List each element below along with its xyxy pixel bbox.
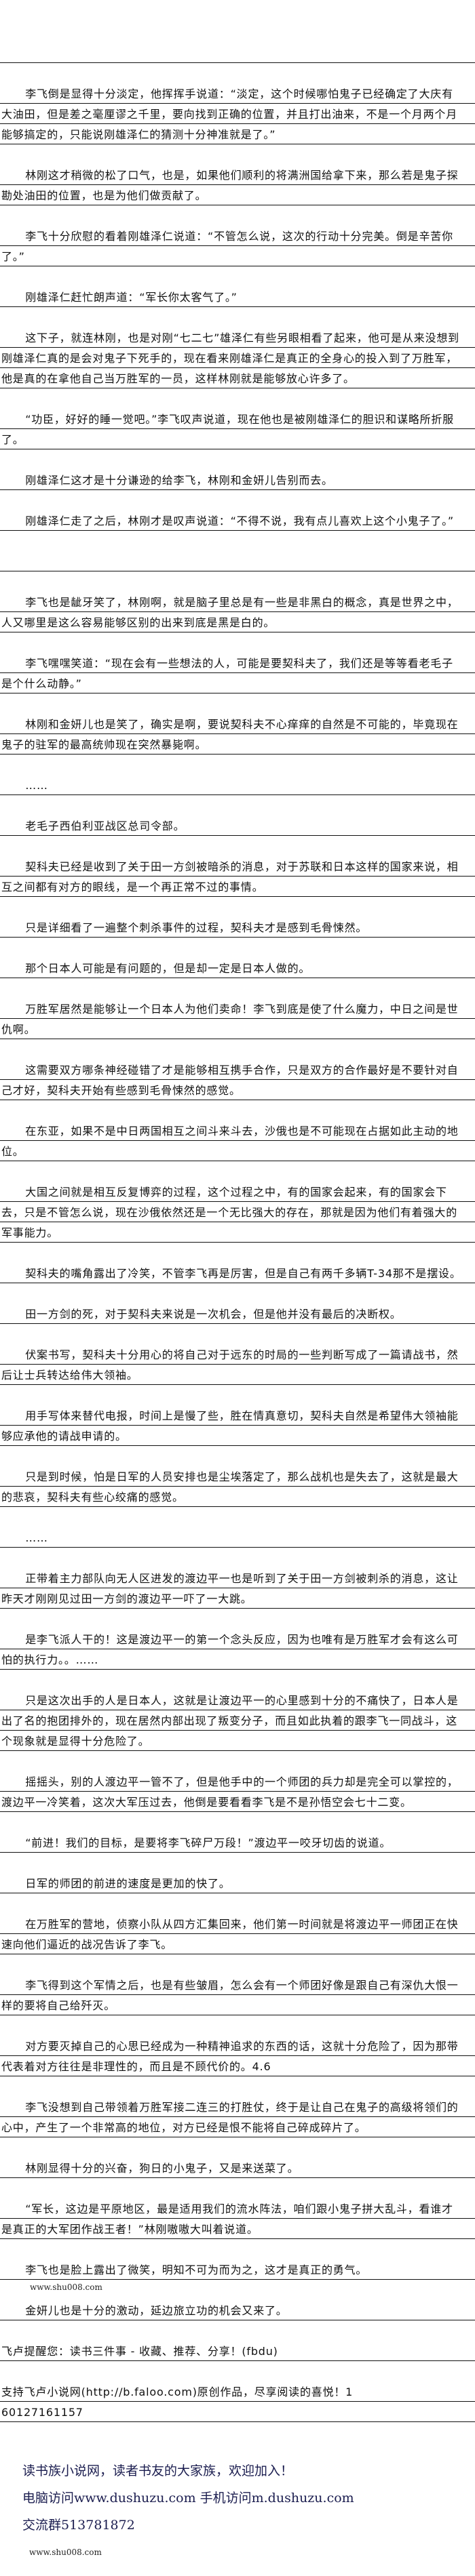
paragraph: 刚雄泽仁这才是十分谦逊的给李飞，林刚和金妍儿告别而去。 [0,470,475,491]
paragraph: 在东亚，如果不是中日两国相互之间斗来斗去，沙俄也是不可能现在占据如此主动的地位。 [0,1121,475,1162]
paragraph: 在万胜军的营地，侦察小队从四方汇集回来，他们第一时间就是将渡边平一师团正在快速向… [0,1914,475,1955]
paragraph: 刚雄泽仁赶忙朗声道：“军长你太客气了。” [0,287,475,308]
paragraph: …… [0,776,475,796]
paragraph: 刚雄泽仁走了之后，林刚才是叹声说道：“不得不说，我有点儿喜欢上这个小鬼子了。” [0,511,475,531]
chapter-content: 李飞倒是显得十分淡定，他挥挥手说道：“淡定，这个时候哪怕鬼子已经确定了大庆有大油… [0,43,475,2443]
paragraph: 老毛子西伯利亚战区总司令部。 [0,816,475,837]
faloo-reminder: 飞卢提醒您：读书三件事 - 收藏、推荐、分享！(fbdu) [0,2341,475,2362]
paragraph: 李飞也是脸上露出了微笑，明知不可为而为之，这才是真正的勇气。 [0,2260,475,2280]
paragraph: 金妍儿也是十分的激动，延边旅立功的机会又来了。 [0,2301,475,2321]
paragraph: 这需要双方哪条神经碰错了才是能够相互携手合作，只是双方的合作最好是不要针对自己才… [0,1060,475,1101]
paragraph: 林刚这才稍微的松了口气，也是，如果他们顺利的将满洲国给拿下来，那么若是鬼子探勘处… [0,165,475,206]
paragraph: “军长，这边是平原地区，最是适用我们的流水阵法，咱们跟小鬼子拼大乱斗，看谁才是真… [0,2199,475,2240]
paragraph: “功臣，好好的睡一觉吧。”李飞叹声说道，现在他也是被刚雄泽仁的胆识和谋略所折服了… [0,409,475,450]
paragraph: 林刚显得十分的兴奋，狗日的小鬼子，又是来送菜了。 [0,2158,475,2179]
paragraph: 李飞十分欣慰的看着刚雄泽仁说道：“不管怎么说，这次的行动十分完美。倒是辛苦你了。… [0,226,475,267]
paragraph: 李飞得到这个军情之后，也是有些皱眉，怎么会有一个师团好像是跟自己有深仇大恨一样的… [0,1975,475,2016]
footer-group-number: 交流群513781872 [22,2518,135,2533]
blank-ruled-line [0,552,475,572]
paragraph: 田一方剑的死，对于契科夫来说是一次机会，但是他并没有最后的决断权。 [0,1304,475,1325]
paragraph: 伏案书写，契科夫十分用心的将自己对于远东的时局的一些判断写成了一篇请战书，然后让… [0,1345,475,1386]
paragraph-list: 李飞倒是显得十分淡定，他挥挥手说道：“淡定，这个时候哪怕鬼子已经确定了大庆有大油… [0,84,475,2280]
paragraph: 这下子，就连林刚，也是对刚“七二七”雄泽仁有些另眼相看了起来，他可是从来没想到刚… [0,328,475,389]
watermark-text: www.shu008.com [30,2282,102,2292]
blank-ruled-line [0,43,475,64]
paragraph: 只是详细看了一遍整个刺杀事件的过程，契科夫才是感到毛骨悚然。 [0,918,475,938]
paragraph: 对方要灭掉自己的心思已经成为一种精神追求的东西的话，这就十分危险了，因为那带代表… [0,2036,475,2077]
paragraph: 李飞倒是显得十分淡定，他挥挥手说道：“淡定，这个时候哪怕鬼子已经确定了大庆有大油… [0,84,475,145]
site-footer: 读书族小说网，读者书友的大家族，欢迎加入！ 电脑访问www.dushuzu.co… [22,2461,354,2569]
paragraph: 只是这次出手的人是日本人，这就是让渡边平一的心里感到十分的不痛快了，日本人是出了… [0,1691,475,1752]
paragraph: 契科夫已经是收到了关于田一方剑被暗杀的消息，对于苏联和日本这样的国家来说，相互之… [0,857,475,898]
paragraph: 契科夫的嘴角露出了冷笑，不管李飞再是厉害，但是自己有两千多辆T-34那不是摆设。 [0,1264,475,1284]
footer-access-links[interactable]: 电脑访问www.dushuzu.com 手机访问m.dushuzu.com [22,2491,354,2505]
paragraph: …… [0,1528,475,1548]
paragraph: 只是到时候，怕是日军的人员安排也是尘埃落定了，那么战机也是失去了，这就是最大的悲… [0,1467,475,1508]
paragraph: 日军的师团的前进的速度是更加的快了。 [0,1874,475,1894]
paragraph: 李飞也是龇牙笑了，林刚啊，就是脑子里总是有一些是非黑白的概念，真是世界之中，人又… [0,592,475,633]
paragraph: “前进！我们的目标，是要将李飞碎尸万段！”渡边平一咬牙切齿的说道。 [0,1833,475,1853]
faloo-code: 60127161157 [0,2402,475,2423]
paragraph: 摇摇头，别的人渡边平一管不了，但是他手中的一个师团的兵力却是完全可以掌控的，渡边… [0,1772,475,1813]
faloo-support-line: 支持飞卢小说网(http://b.faloo.com)原创作品，尽享阅读的喜悦！… [0,2382,475,2402]
footer-watermark: www.shu008.com [29,2548,102,2557]
paragraph: 李飞嘿嘿笑道：“现在会有一些想法的人，可能是要契科夫了，我们还是等等看老毛子是个… [0,653,475,694]
footer-slogan: 读书族小说网，读者书友的大家族，欢迎加入！ [22,2463,294,2478]
paragraph: 用手写体来替代电报，时间上是慢了些，胜在情真意切，契科夫自然是希望伟大领袖能够应… [0,1406,475,1447]
paragraph: 林刚和金妍儿也是笑了，确实是啊，要说契科夫不心痒痒的自然是不可能的，毕竟现在鬼子… [0,715,475,755]
paragraph: 是李飞派人干的！这是渡边平一的第一个念头反应，因为也唯有是万胜军才会有这么可怕的… [0,1630,475,1670]
paragraph: 万胜军居然是能够让一个日本人为他们卖命！李飞到底是使了什么魔力，中日之间是世仇啊… [0,999,475,1040]
paragraph: 大国之间就是相互反复博弈的过程，这个过程之中，有的国家会起来，有的国家会下去，只… [0,1182,475,1243]
paragraph: 正带着主力部队向无人区进发的渡边平一也是听到了关于田一方剑被刺杀的消息，这让昨天… [0,1569,475,1609]
paragraph: 那个日本人可能是有问题的，但是却一定是日本人做的。 [0,959,475,979]
paragraph: 李飞没想到自己带领着万胜军接二连三的打胜仗，终于是让自己在鬼子的高级将领们的心中… [0,2097,475,2138]
